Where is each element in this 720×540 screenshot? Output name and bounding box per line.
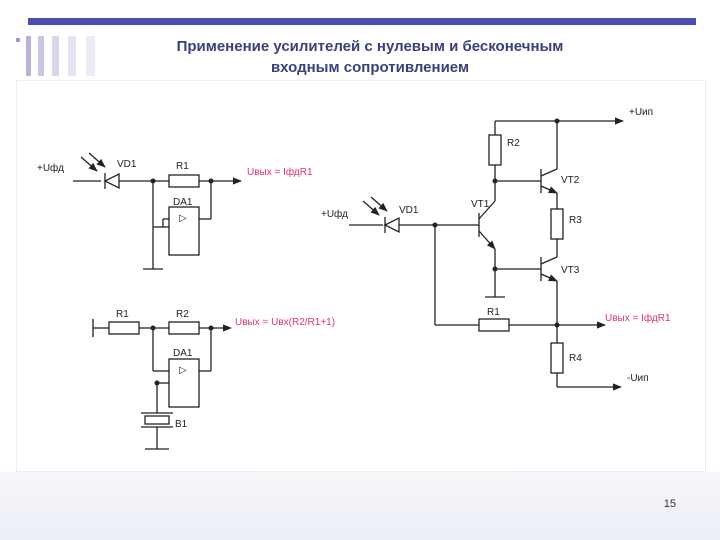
c2-r1-label: R1	[116, 309, 129, 320]
c3-photodiode	[362, 196, 400, 234]
c2-opamp-label: DA1	[173, 348, 193, 359]
c3-diode-label: VD1	[399, 205, 419, 216]
c1-opamp-label: DA1	[173, 197, 193, 208]
c3-transistor-vt3	[540, 256, 558, 282]
bottom-strip	[0, 472, 720, 540]
c3-transistor-vt2	[540, 168, 558, 194]
c1-output-label: Uвых = IфдR1	[247, 166, 313, 178]
circuit3-transistor-amplifier: +Uип -Uип +Uфд VD1 R1 R2 R3 R4 VT1 VT2 V…	[321, 107, 671, 391]
c3-resistor-r3	[550, 208, 564, 240]
c1-photodiode	[80, 152, 120, 190]
circuit2-noninverting-amplifier: ▷ R1 R2 DA1 B1 Uвых = Uвх(R2/R1+1)	[92, 309, 335, 450]
c2-r2-label: R2	[176, 309, 189, 320]
c2-resistor-r2	[168, 321, 200, 335]
c1-resistor-r1	[168, 174, 200, 188]
c3-output-label: Uвых = IфдR1	[605, 312, 671, 324]
c3-resistor-r2	[488, 134, 502, 166]
c3-r2-label: R2	[507, 138, 520, 149]
c1-resistor-label: R1	[176, 161, 189, 172]
c3-resistor-r4	[550, 342, 564, 374]
slide-title-line1: Применение усилителей с нулевым и бескон…	[176, 38, 564, 55]
circuit1-transimpedance-amplifier: ▷ +Uфд VD1 R1 DA1 Uвых = IфдR1	[37, 152, 313, 270]
c3-vt2-label: VT2	[561, 175, 580, 186]
c3-input-label: +Uфд	[321, 208, 348, 220]
top-accent-bar	[28, 18, 696, 25]
c3-r4-label: R4	[569, 353, 582, 364]
c1-opamp-da1	[168, 206, 200, 256]
slide-title: Применение усилителей с нулевым и бескон…	[100, 36, 640, 78]
c1-opamp-symbol: ▷	[179, 213, 187, 224]
c3-supply-neg-label: -Uип	[627, 373, 649, 384]
c2-output-label: Uвых = Uвх(R2/R1+1)	[235, 317, 335, 328]
c3-vt1-label: VT1	[471, 199, 490, 210]
c2-resistor-r1	[108, 321, 140, 335]
c2-opamp-da1	[168, 358, 200, 408]
page-number: 15	[663, 498, 676, 510]
slide-title-line2: входным сопротивлением	[270, 59, 470, 76]
c1-input-label: +Uфд	[37, 162, 64, 174]
circuit-diagrams-svg: ▷ +Uфд VD1 R1 DA1 Uвых = IфдR1 ▷	[37, 107, 671, 450]
c2-piezo-b1	[141, 412, 173, 450]
c2-opamp-symbol: ▷	[179, 365, 187, 376]
c3-r1-label: R1	[487, 307, 500, 318]
c3-r3-label: R3	[569, 215, 582, 226]
c3-resistor-r1	[478, 318, 510, 332]
circuit-diagrams-panel: ▷ +Uфд VD1 R1 DA1 Uвых = IфдR1 ▷	[16, 80, 706, 472]
c1-diode-label: VD1	[117, 159, 137, 170]
corner-decoration-bars	[16, 36, 96, 76]
c3-vt3-label: VT3	[561, 265, 580, 276]
c2-piezo-label: B1	[175, 419, 188, 430]
c3-supply-pos-label: +Uип	[629, 107, 653, 118]
